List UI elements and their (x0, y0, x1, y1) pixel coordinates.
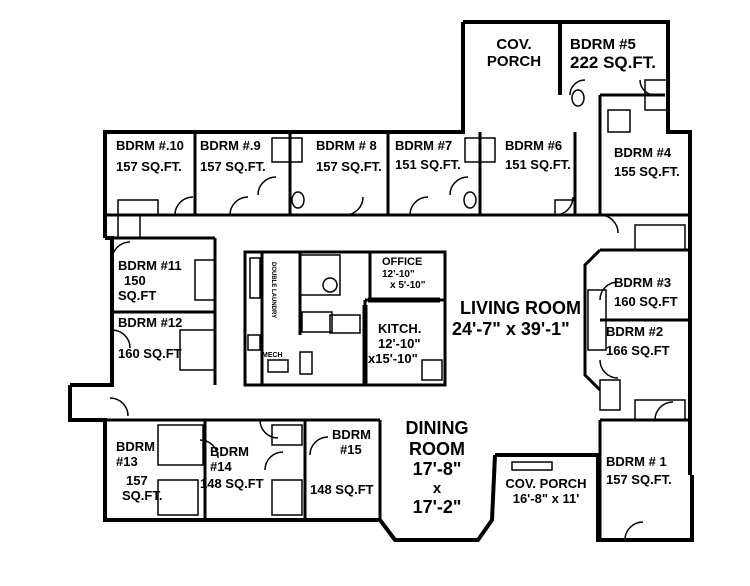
bdrm8-label: BDRM # 8 157 SQ.FT. (316, 138, 382, 175)
kitchen-dim2: x15'-10" (368, 350, 418, 366)
laundry-label: DOUBLE LAUNDRY (270, 262, 276, 319)
bdrm13-line3: 157 (126, 472, 148, 488)
kitchen-label: KITCH. 12'-10" x15'-10" (368, 321, 422, 367)
bdrm14-label: BDRM #14 148 SQ.FT (200, 444, 264, 492)
bdrm12-name: BDRM #12 (118, 315, 183, 330)
bdrm3-area: 160 SQ.FT (614, 293, 678, 309)
porch-bottom-dim: 16'-8" x 11' (512, 490, 580, 506)
office-dim1: 12'-10" (382, 268, 415, 280)
bdrm11-area2: SQ.FT (118, 287, 157, 303)
dining-line5: 17'-2" (412, 497, 462, 518)
bdrm12-area: 160 SQ.FT (118, 345, 182, 361)
dining-line2: ROOM (409, 438, 465, 459)
living-dim: 24'-7" x 39'-1" (452, 318, 570, 339)
bdrm10-name: BDRM #.10 (116, 138, 184, 153)
office-label: OFFICE 12'-10" x 5'-10" (382, 256, 425, 292)
bdrm1-area: 157 SQ.FT. (606, 471, 672, 487)
dining-line3: 17'-8" (412, 459, 462, 480)
bdrm11-label: BDRM #11 150 SQ.FT (118, 258, 182, 304)
dining-label: DINING ROOM 17'-8" x 17'-2" (392, 418, 482, 518)
bdrm10-area: 157 SQ.FT. (116, 158, 182, 174)
bdrm9-label: BDRM #.9 157 SQ.FT. (200, 138, 266, 175)
bdrm11-name: BDRM #11 (118, 258, 182, 273)
bdrm5-label: BDRM #5 222 SQ.FT. (570, 36, 656, 73)
office-name: OFFICE (382, 256, 423, 268)
bdrm9-name: BDRM #.9 (200, 138, 261, 153)
mech-label: MECH (262, 352, 283, 359)
bdrm10-label: BDRM #.10 157 SQ.FT. (116, 138, 184, 175)
bdrm13-label: BDRM #13 157 SQ.FT. (116, 439, 163, 504)
living-label: LIVING ROOM 24'-7" x 39'-1" (452, 298, 581, 339)
kitchen-name: KITCH. (378, 321, 422, 336)
bdrm7-area: 151 SQ.FT. (395, 156, 461, 172)
bdrm2-area: 166 SQ.FT (606, 342, 670, 358)
bdrm5-name: BDRM #5 (570, 36, 636, 53)
bdrm6-name: BDRM #6 (505, 138, 563, 153)
bdrm9-area: 157 SQ.FT. (200, 158, 266, 174)
bdrm14-area: 148 SQ.FT (200, 475, 264, 491)
door-swings (109, 79, 674, 541)
living-name: LIVING ROOM (460, 298, 581, 318)
bdrm5-area: 222 SQ.FT. (570, 53, 656, 73)
bdrm14-line2: #14 (210, 458, 232, 474)
bdrm15-line1: BDRM (332, 427, 371, 442)
bdrm7-label: BDRM #7 151 SQ.FT. (395, 138, 461, 173)
porch-bottom-name: COV. PORCH (505, 476, 587, 491)
office-dim2: x 5'-10" (390, 280, 426, 292)
bdrm8-area: 157 SQ.FT. (316, 158, 382, 174)
bdrm11-area1: 150 (124, 272, 146, 288)
porch-bottom-label: COV. PORCH 16'-8" x 11' (494, 476, 598, 507)
dining-line4: x (432, 480, 442, 498)
dining-line1: DINING (405, 418, 469, 438)
bdrm8-name: BDRM # 8 (316, 138, 377, 153)
bdrm14-line1: BDRM (210, 444, 249, 459)
porch-top-label: COV. PORCH (474, 36, 554, 71)
bdrm13-line4: SQ.FT. (122, 487, 163, 503)
bdrm1-label: BDRM # 1 157 SQ.FT. (606, 454, 672, 488)
bdrm3-label: BDRM #3 160 SQ.FT (614, 275, 678, 310)
kitchen-dim1: 12'-10" (378, 335, 421, 351)
porch-top-line1: COV. (496, 36, 532, 53)
fixtures (117, 79, 686, 516)
bdrm3-name: BDRM #3 (614, 275, 672, 290)
bdrm12-label: BDRM #12 160 SQ.FT (118, 315, 183, 362)
bdrm13-line1: BDRM (116, 439, 155, 454)
bdrm15-line2: #15 (340, 441, 362, 457)
bdrm4-name: BDRM #4 (614, 145, 672, 160)
kitchen-counters (362, 297, 440, 385)
bdrm4-area: 155 SQ.FT. (614, 163, 680, 179)
bdrm1-name: BDRM # 1 (606, 454, 667, 469)
bdrm2-label: BDRM #2 166 SQ.FT (606, 324, 670, 359)
porch-top-line2: PORCH (486, 53, 542, 71)
bdrm7-name: BDRM #7 (395, 138, 453, 153)
bdrm2-name: BDRM #2 (606, 324, 664, 339)
bdrm15-area: 148 SQ.FT (310, 482, 374, 497)
bdrm6-label: BDRM #6 151 SQ.FT. (505, 138, 571, 173)
bdrm6-area: 151 SQ.FT. (505, 156, 571, 172)
bdrm13-line2: #13 (116, 453, 138, 469)
bdrm4-label: BDRM #4 155 SQ.FT. (614, 145, 680, 180)
bdrm15-label: BDRM #15 (332, 427, 371, 458)
